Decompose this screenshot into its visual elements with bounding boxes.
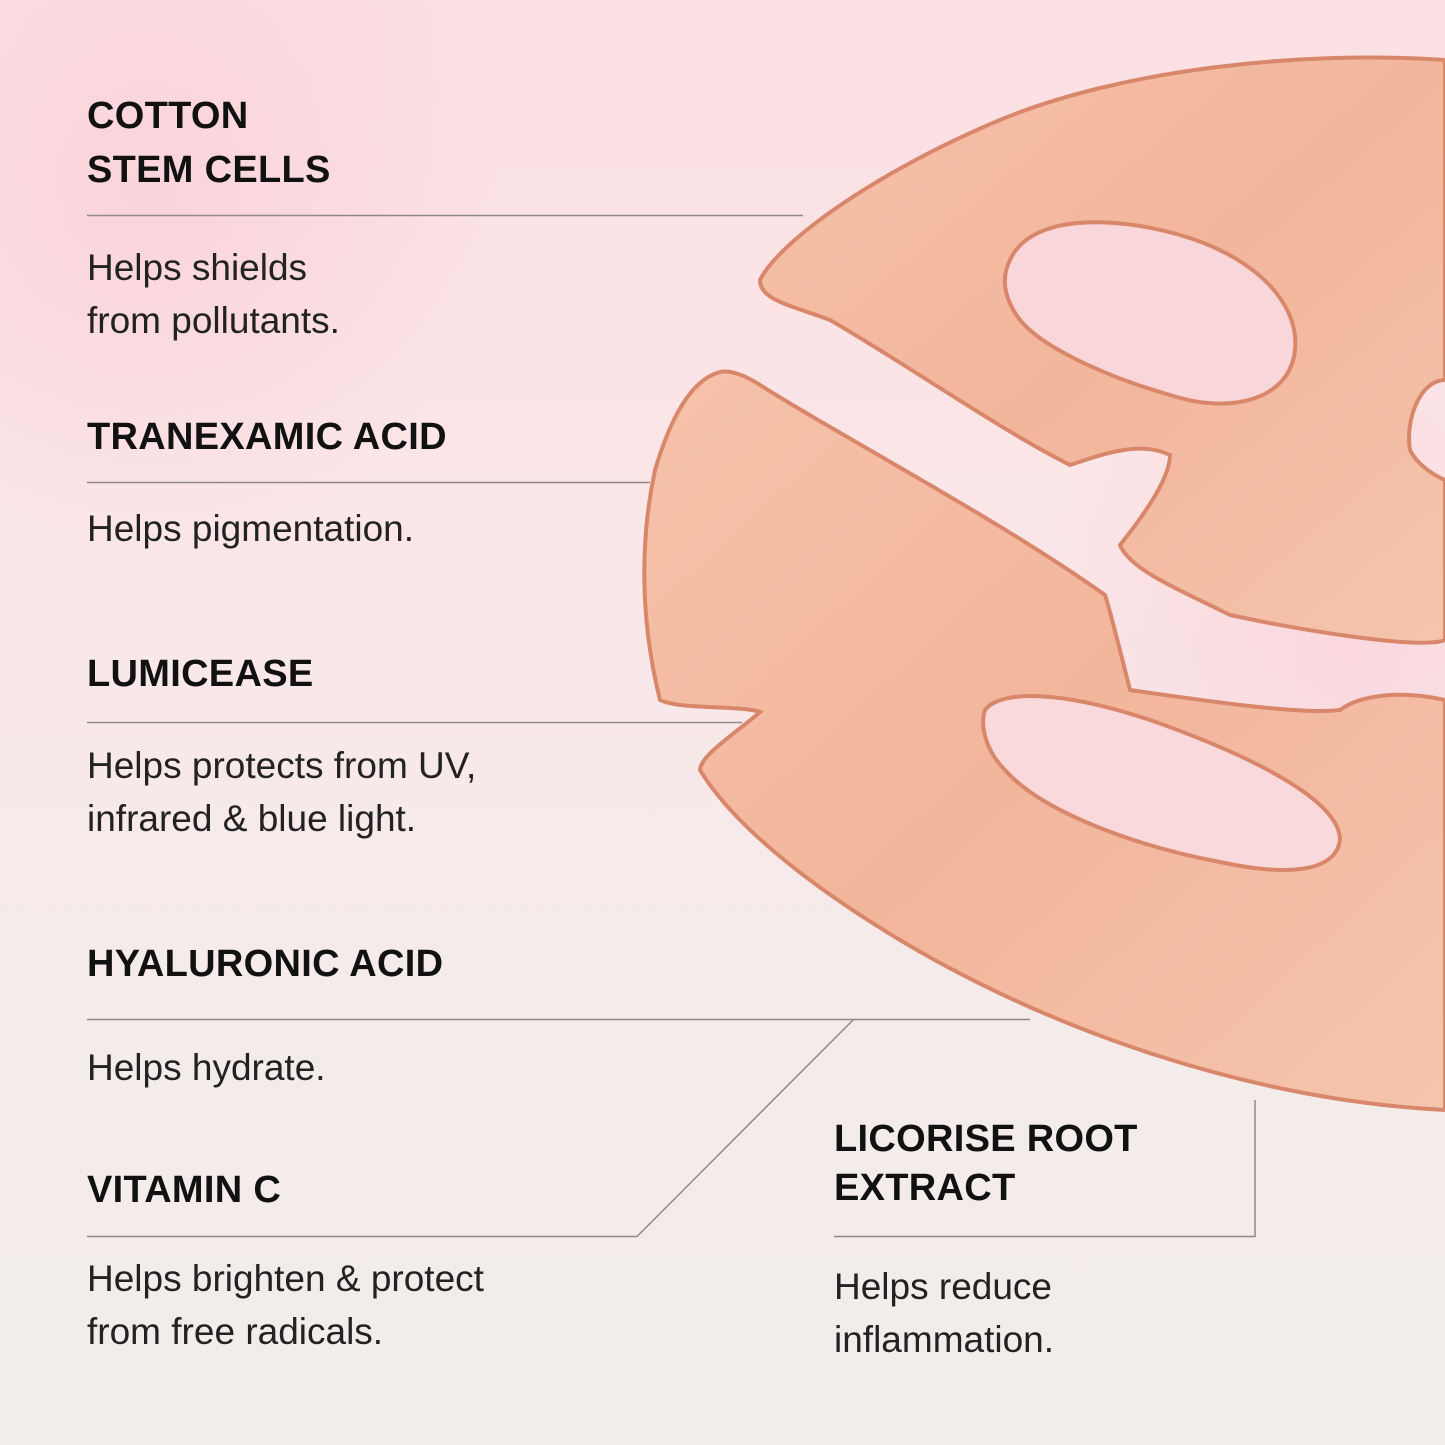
divider-vitamin-c [87, 1019, 854, 1238]
ingredient-desc-vitamin-c: Helps brighten & protect from free radic… [87, 1258, 484, 1352]
ingredient-desc-cotton: Helps shields from pollutants. [87, 247, 340, 341]
ingredient-desc-tranexamic: Helps pigmentation. [87, 508, 415, 549]
ingredient-title-lumicease: LUMICEASE [87, 653, 314, 695]
ingredient-title-hyaluronic: HYALURONIC ACID [87, 943, 444, 985]
ingredient-title-vitamin-c: VITAMIN C [87, 1169, 282, 1211]
ingredient-title-tranexamic: TRANEXAMIC ACID [87, 416, 447, 458]
ingredient-desc-hyaluronic: Helps hydrate. [87, 1047, 326, 1088]
ingredient-title-cotton: COTTON STEM CELLS [87, 95, 331, 191]
ingredient-desc-lumicease: Helps protects from UV, infrared & blue … [87, 745, 477, 839]
ingredient-title-licorise: LICORISE ROOT EXTRACT [834, 1118, 1138, 1209]
ingredient-desc-licorise: Helps reduce inflammation. [834, 1266, 1055, 1360]
divider-licorise [834, 1100, 1256, 1238]
